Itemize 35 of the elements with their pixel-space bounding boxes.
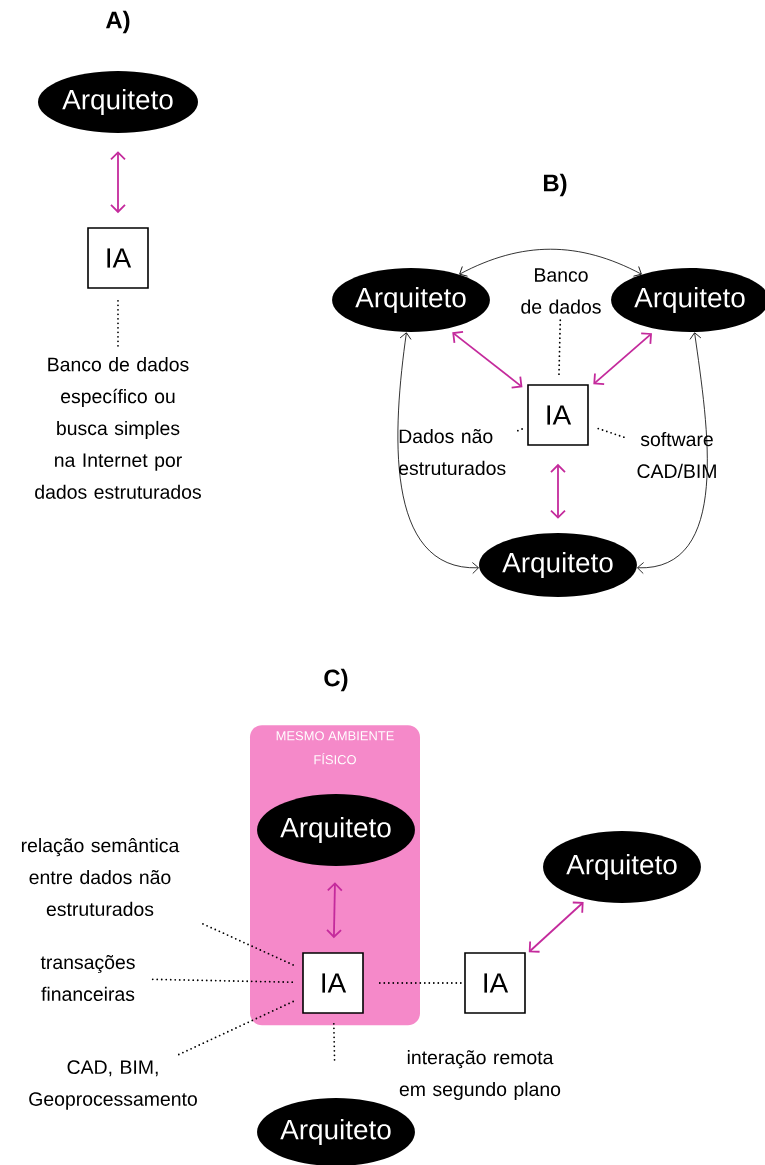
dotted-line: [117, 299, 119, 350]
text-label: transações financeiras: [40, 955, 135, 1001]
process-box: IA: [464, 952, 526, 1014]
double-arrow: [550, 463, 566, 519]
section-letter: B): [544, 173, 567, 197]
double-arrow: [452, 330, 523, 389]
curved-arrow: [459, 248, 642, 277]
ellipse-node: Arquiteto: [543, 831, 701, 903]
process-box: IA: [527, 384, 589, 446]
text-label: Dados não estruturados: [399, 428, 506, 476]
text-label: software CAD/BIM: [637, 431, 716, 479]
double-arrow: [326, 882, 343, 939]
process-box: IA: [87, 227, 149, 289]
double-arrow: [528, 901, 584, 953]
dotted-line: [597, 427, 627, 439]
dotted-line: [175, 1000, 295, 1057]
section-letter: C): [324, 668, 348, 692]
double-arrow: [593, 332, 652, 385]
ellipse-node: Arquiteto: [257, 794, 415, 866]
text-label: Banco de dados específico ou busca simples na Internet por dados estruturados: [35, 357, 201, 499]
ellipse-node: Arquiteto: [38, 71, 198, 133]
text-label: Banco de dados: [521, 268, 601, 314]
dotted-line: [558, 319, 562, 376]
ellipse-node: Arquiteto: [332, 268, 490, 332]
section-letter: A): [106, 10, 130, 34]
edge-label: interação remota em segundo plano: [399, 1050, 561, 1100]
process-box: IA: [302, 952, 364, 1014]
curved-arrow: [397, 332, 479, 574]
curved-arrow: [637, 332, 708, 574]
ellipse-node: Arquiteto: [479, 533, 637, 597]
dotted-line: [516, 428, 524, 432]
text-label: CAD, BIM, Geoprocessamento: [29, 1060, 197, 1110]
double-arrow: [110, 151, 126, 214]
dotted-line: [150, 978, 294, 984]
text-label: relação semântica entre dados não estruturados: [21, 837, 180, 917]
